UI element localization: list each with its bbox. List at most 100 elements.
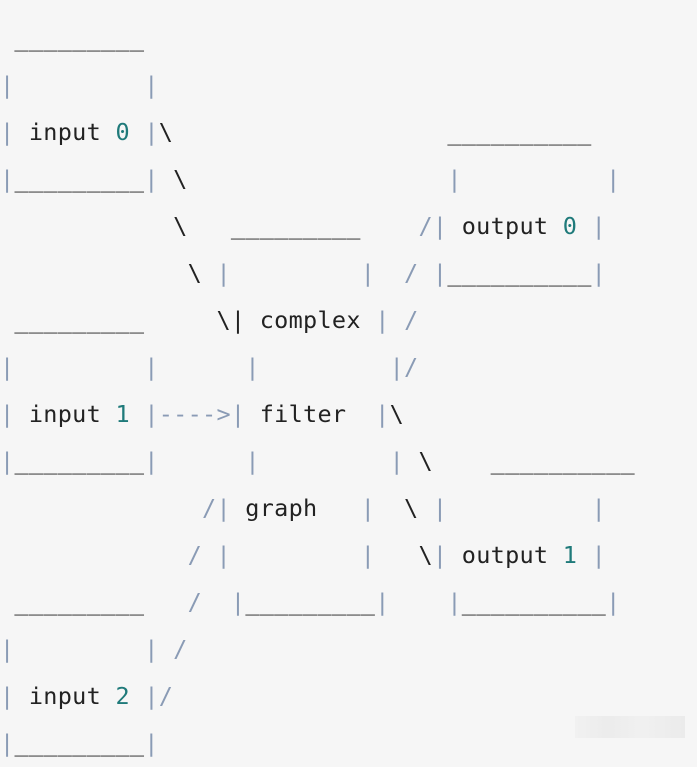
diagram-segment: __________: [461, 588, 607, 616]
diagram-segment: input: [14, 118, 116, 146]
diagram-segment: [159, 447, 246, 475]
diagram-segment: |: [144, 71, 159, 99]
diagram-segment: 0: [115, 118, 130, 146]
diagram-segment: [260, 353, 390, 381]
diagram-segment: [260, 447, 390, 475]
diagram-segment: input: [14, 400, 116, 428]
diagram-line-10: |_________| | | \ __________: [0, 438, 635, 485]
diagram-line-14: | | /: [0, 626, 635, 673]
diagram-segment: [202, 588, 231, 616]
diagram-segment: |: [144, 165, 159, 193]
diagram-segment: [14, 353, 144, 381]
diagram-segment: [361, 212, 419, 240]
diagram-segment: |: [216, 541, 231, 569]
diagram-segment: /: [404, 306, 419, 334]
diagram-segment: |: [0, 682, 15, 710]
diagram-segment: |: [432, 212, 448, 240]
diagram-line-13: _________ / |_________| |__________|: [0, 579, 635, 626]
diagram-segment: [188, 165, 448, 193]
diagram-segment: [447, 494, 591, 522]
diagram-segment: [130, 118, 144, 146]
diagram-segment: output: [447, 212, 563, 240]
diagram-segment: |: [216, 259, 231, 287]
diagram-segment: |: [375, 588, 390, 616]
diagram-segment: /: [187, 541, 203, 569]
diagram-segment: [390, 306, 404, 334]
diagram-line-6: \ | | / |__________|: [0, 250, 635, 297]
diagram-segment: |: [375, 400, 390, 428]
diagram-segment: |: [447, 165, 462, 193]
diagram-line-11: /| graph | \ | |: [0, 485, 635, 532]
diagram-segment: [231, 541, 361, 569]
diagram-segment: |: [0, 635, 15, 663]
diagram-segment: |: [245, 353, 260, 381]
diagram-segment: |: [245, 447, 260, 475]
diagram-segment: /: [187, 588, 203, 616]
diagram-segment: [0, 212, 173, 240]
diagram-segment: [159, 635, 173, 663]
diagram-line-8: | | | |/: [0, 344, 635, 391]
diagram-line-16: |_________|: [0, 720, 635, 767]
diagram-segment: _________: [0, 588, 145, 616]
diagram-segment: _________: [14, 447, 145, 475]
diagram-segment: [0, 494, 202, 522]
diagram-line-0: [0, 0, 635, 15]
diagram-segment: filter: [245, 400, 376, 428]
diagram-segment: [390, 588, 448, 616]
diagram-segment: _________: [245, 588, 376, 616]
diagram-segment: [418, 259, 432, 287]
diagram-segment: [375, 494, 404, 522]
diagram-segment: 2: [115, 682, 130, 710]
diagram-segment: complex: [245, 306, 376, 334]
diagram-segment: _________: [14, 729, 145, 757]
diagram-segment: graph: [230, 494, 361, 522]
diagram-segment: __________: [447, 118, 592, 146]
diagram-segment: |: [0, 71, 15, 99]
diagram-segment: [0, 259, 188, 287]
diagram-segment: [418, 494, 432, 522]
diagram-segment: |: [389, 353, 405, 381]
diagram-segment: |: [432, 541, 448, 569]
diagram-segment: |: [230, 306, 246, 334]
diagram-segment: /: [404, 259, 419, 287]
diagram-segment: output: [447, 541, 563, 569]
diagram-segment: [188, 212, 231, 240]
diagram-segment: input: [14, 682, 116, 710]
diagram-segment: |: [389, 447, 405, 475]
diagram-segment: |: [144, 447, 159, 475]
diagram-segment: |: [144, 729, 159, 757]
diagram-segment: [130, 400, 144, 428]
diagram-segment: [159, 165, 173, 193]
diagram-line-1: _________: [0, 15, 635, 62]
diagram-segment: |: [360, 541, 376, 569]
diagram-segment: \: [158, 118, 174, 146]
diagram-segment: _________: [230, 212, 361, 240]
diagram-segment: |: [230, 588, 246, 616]
diagram-segment: |: [360, 259, 376, 287]
diagram-line-2: | |: [0, 62, 635, 109]
diagram-line-3: | input 0 |\ __________: [0, 109, 635, 156]
diagram-segment: [375, 541, 418, 569]
diagram-segment: _________: [14, 165, 145, 193]
diagram-segment: |: [606, 165, 621, 193]
diagram-segment: |: [591, 259, 607, 287]
diagram-segment: |: [591, 541, 607, 569]
diagram-segment: [202, 259, 216, 287]
diagram-segment: 1: [562, 541, 578, 569]
diagram-segment: [173, 118, 447, 146]
diagram-segment: \: [173, 212, 188, 240]
diagram-line-12: / | | \| output 1 |: [0, 532, 635, 579]
diagram-segment: [577, 212, 591, 240]
diagram-segment: [130, 682, 144, 710]
diagram-segment: [14, 71, 144, 99]
diagram-segment: \: [173, 165, 188, 193]
diagram-segment: \: [187, 259, 203, 287]
diagram-segment: |: [606, 588, 621, 616]
diagram-segment: [462, 165, 606, 193]
diagram-segment: |: [144, 682, 159, 710]
diagram-segment: [404, 447, 418, 475]
diagram-segment: |: [0, 165, 15, 193]
diagram-segment: /: [202, 494, 217, 522]
diagram-line-5: \ _________ /| output 0 |: [0, 203, 635, 250]
diagram-segment: |: [0, 353, 15, 381]
